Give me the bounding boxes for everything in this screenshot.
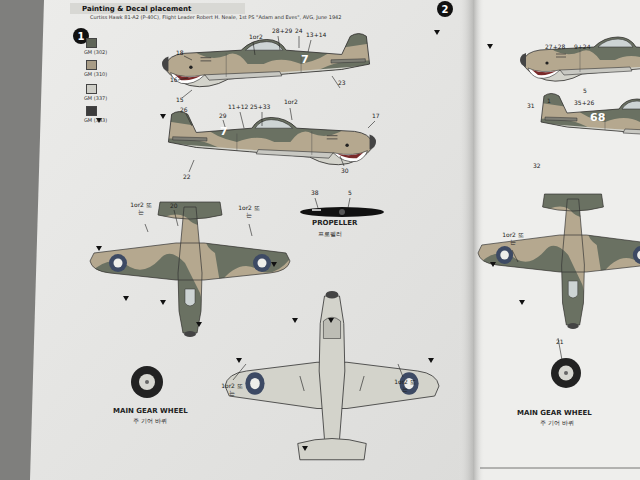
color-swatch — [86, 60, 97, 70]
callout-number: 31 — [527, 103, 535, 110]
callout-number: 9+24 — [574, 44, 590, 51]
part-name: PROPELLER — [312, 220, 357, 228]
callout-number: 23 — [338, 80, 346, 87]
section-header: Painting & Decal placement — [70, 3, 245, 14]
legend-text: GM (302) — [84, 50, 107, 56]
marking-number: 7 — [220, 126, 228, 138]
callout-number: 5 — [348, 190, 352, 197]
color-swatch — [86, 106, 97, 116]
callout-number: 주 기어 바퀴 — [540, 420, 574, 427]
callout-number: 30 — [341, 168, 349, 175]
legend-text: GM (310) — [84, 72, 107, 78]
legend-text: GM (333) — [84, 118, 107, 124]
marking-number: 68 — [590, 112, 605, 124]
node-text: Painting & Decal placement — [82, 5, 191, 13]
callout-number: 25+33 — [250, 104, 270, 111]
callout-number: 11+12 — [228, 104, 248, 111]
callout-number: 1or2 또는 — [394, 379, 416, 392]
marking-number: 7 — [301, 54, 309, 66]
callout-number: 프로펠러 — [318, 231, 342, 238]
node-text: 1 — [78, 31, 85, 42]
color-swatch — [86, 38, 97, 48]
legend-text: GM (337) — [84, 96, 107, 102]
callout-number: 1or2 또는 — [238, 205, 260, 218]
callout-number: 1or2 — [249, 34, 263, 41]
caption-text: Curtiss Hawk 81-A2 (P-40C), Flight Leade… — [90, 15, 390, 21]
callout-number: 22 — [183, 174, 191, 181]
callout-number: 20 — [170, 203, 178, 210]
callout-number: 5 — [583, 88, 587, 95]
callout-number: 38 — [311, 190, 319, 197]
callout-number: 1or2 또는 — [502, 232, 524, 245]
callout-number: 16 — [170, 77, 178, 84]
step-number: 2 — [437, 1, 453, 17]
callout-number: 26 — [180, 107, 188, 114]
callout-number: 17 — [372, 113, 380, 120]
callout-number: 1or2 또는 — [221, 383, 243, 396]
callout-number: 1 — [547, 98, 551, 105]
callout-number: 13+14 — [306, 32, 326, 39]
callout-number: 24 — [295, 28, 303, 35]
callout-number: 1or2 또는 — [130, 202, 152, 215]
callout-number: 29 — [219, 113, 227, 120]
callout-number: 27+28 — [545, 44, 565, 51]
node-text: 2 — [442, 4, 449, 15]
callout-number: 21 — [556, 339, 564, 346]
color-swatch — [86, 84, 97, 94]
part-name: MAIN GEAR WHEEL — [113, 408, 188, 416]
callout-number: 35+26 — [574, 100, 594, 107]
callout-number: 28+29 — [272, 28, 292, 35]
part-name: MAIN GEAR WHEEL — [517, 410, 592, 418]
callout-number: 15 — [176, 97, 184, 104]
callout-number: 18 — [176, 50, 184, 57]
callout-number: 1or2 — [284, 99, 298, 106]
callout-number: 32 — [533, 163, 541, 170]
callout-number: 주 기어 바퀴 — [133, 418, 167, 425]
